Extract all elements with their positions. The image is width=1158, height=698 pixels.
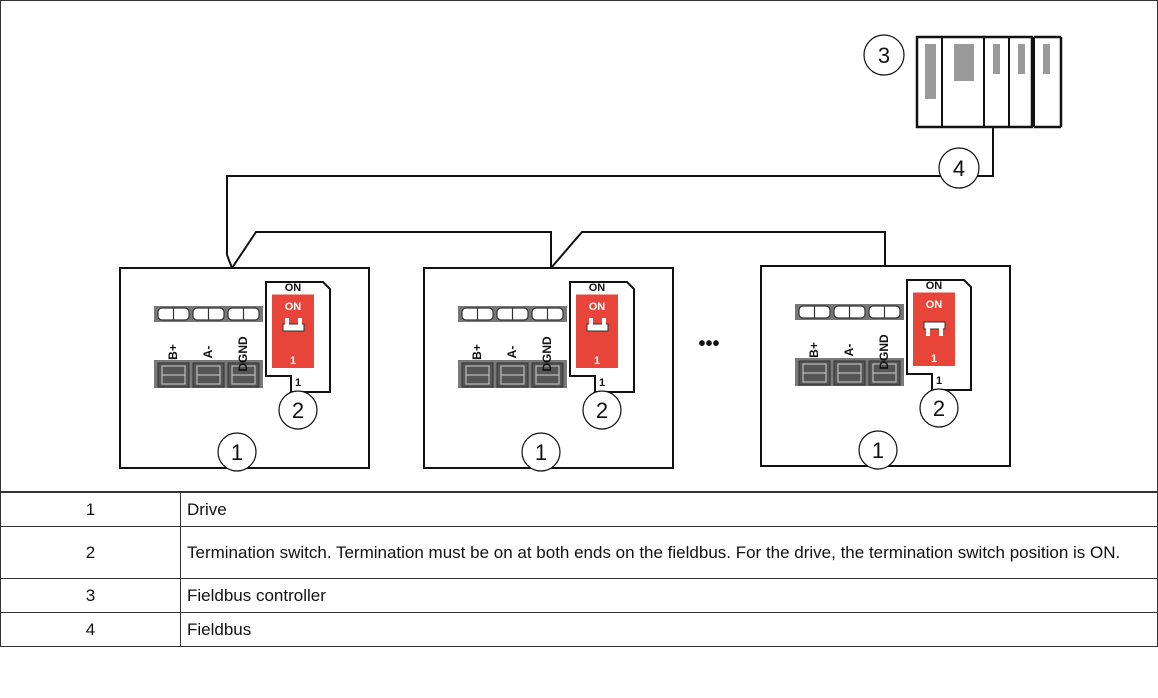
callout-1-label: 1 (231, 440, 243, 465)
terminal-label: A- (201, 346, 215, 359)
drive: B+ A- DGND ON ON 1 1 2 1 (119, 267, 370, 472)
fieldbus-controller (915, 35, 1050, 129)
legend-number: 1 (0, 492, 181, 527)
callout-3-label: 3 (878, 43, 890, 68)
callout-1 (521, 432, 561, 472)
terminal-label: DGND (236, 336, 250, 372)
switch-on-outer-label: ON (589, 282, 606, 294)
switch-pin-label: 1 (936, 375, 942, 387)
callout-2-label: 2 (292, 398, 304, 423)
switch-on-inner-label: ON (926, 299, 943, 311)
legend-number: 4 (0, 612, 181, 647)
drive: B+ A- DGND ON ON 1 1 2 1 (760, 265, 1011, 470)
switch-on-outer-label: ON (285, 282, 302, 294)
switch-on-outer-label: ON (926, 280, 943, 292)
wiring-diagram: 3 4 ••• (0, 0, 1158, 492)
legend-description: Fieldbus (180, 612, 1158, 647)
callout-1 (217, 432, 257, 472)
switch-pin-label: 1 (295, 377, 301, 389)
switch-pin-label: 1 (599, 377, 605, 389)
drive: B+ A- DGND ON ON 1 1 2 1 (423, 267, 674, 472)
terminal-label: B+ (166, 344, 180, 360)
legend-description: Termination switch. Termination must be … (180, 526, 1158, 579)
terminal-label: A- (842, 344, 856, 357)
switch-lever (282, 318, 305, 332)
terminal-label: DGND (540, 336, 554, 372)
switch-number-label: 1 (594, 355, 600, 367)
callout-1-label: 1 (535, 440, 547, 465)
switch-on-inner-label: ON (589, 301, 606, 313)
legend-number: 2 (0, 526, 181, 579)
switch-number-label: 1 (290, 355, 296, 367)
callout-2-label: 2 (596, 398, 608, 423)
terminal-label: A- (505, 346, 519, 359)
callout-4-label: 4 (953, 156, 965, 181)
legend-description: Fieldbus controller (180, 578, 1158, 613)
callout-1 (858, 430, 898, 470)
callout-2 (582, 390, 622, 430)
switch-lever (923, 321, 946, 336)
callout-4: 4 (938, 147, 980, 189)
switch-on-inner-label: ON (285, 301, 302, 313)
switch-lever (586, 318, 609, 332)
terminal-label: DGND (877, 334, 891, 370)
fieldbus-cable (226, 127, 994, 269)
callout-2 (919, 388, 959, 428)
callout-3: 3 (863, 34, 905, 76)
callout-1-label: 1 (872, 438, 884, 463)
terminal-label: B+ (807, 342, 821, 358)
legend-description: Drive (180, 492, 1158, 527)
more-drives-ellipsis: ••• (698, 333, 719, 355)
legend-number: 3 (0, 578, 181, 613)
terminal-label: B+ (470, 344, 484, 360)
callout-2-label: 2 (933, 396, 945, 421)
switch-number-label: 1 (931, 353, 937, 365)
callout-2 (278, 390, 318, 430)
